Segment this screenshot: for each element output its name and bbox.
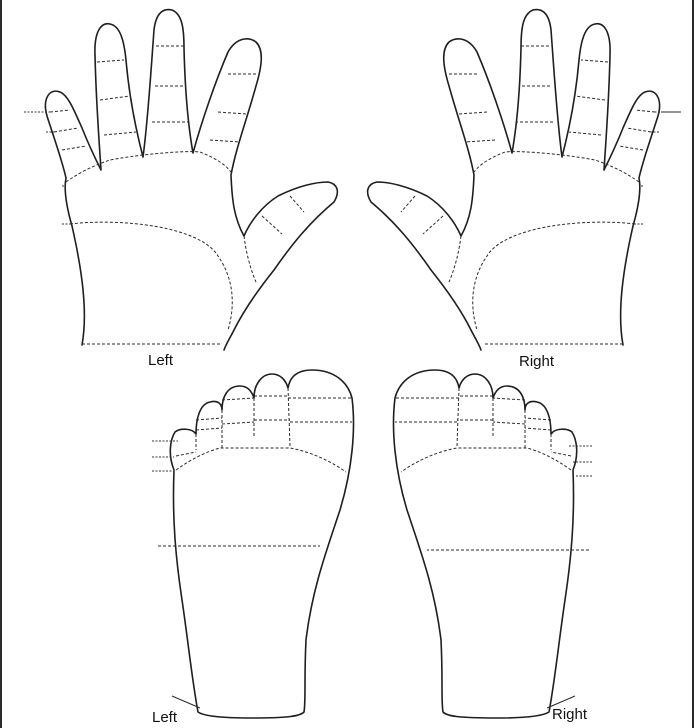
left-hand-guides [24, 112, 72, 224]
left-hand-label: Left [148, 352, 173, 369]
right-hand-index-creases [447, 74, 495, 142]
right-hand-thumb-base [449, 236, 461, 282]
right-foot-toe-joints [395, 420, 551, 430]
left-foot-toe-dividers [196, 388, 290, 450]
right-hand-palm-arc [473, 222, 635, 330]
right-hand-guides [633, 112, 681, 224]
left-hand [24, 10, 337, 350]
right-foot-forefoot-line [401, 448, 571, 472]
right-hand [368, 10, 681, 350]
left-hand-index-creases [210, 74, 258, 142]
right-foot-toe-tips [395, 396, 571, 456]
right-hand-palm-top [474, 152, 639, 182]
left-hand-middle-creases [152, 46, 188, 122]
left-foot [152, 370, 354, 718]
right-foot-toe-dividers [457, 388, 551, 450]
right-hand-middle-creases [517, 46, 553, 122]
right-hand-label: Right [519, 353, 554, 370]
left-foot-toe-joints [196, 420, 352, 430]
right-hand-outline [368, 10, 660, 350]
right-hand-thumb-creases [401, 196, 443, 234]
left-hand-palm-top [66, 152, 231, 182]
left-hand-thumb-base [244, 236, 256, 282]
right-foot-label: Right [552, 706, 587, 723]
left-foot-guides [152, 441, 178, 471]
left-hand-outline [45, 10, 337, 350]
left-hand-palm-arc [70, 222, 232, 330]
right-foot [394, 370, 593, 718]
left-hand-thumb-creases [262, 196, 304, 234]
left-foot-toe-tips [176, 396, 352, 456]
left-foot-forefoot-line [176, 448, 346, 472]
left-foot-label: Left [152, 709, 177, 726]
